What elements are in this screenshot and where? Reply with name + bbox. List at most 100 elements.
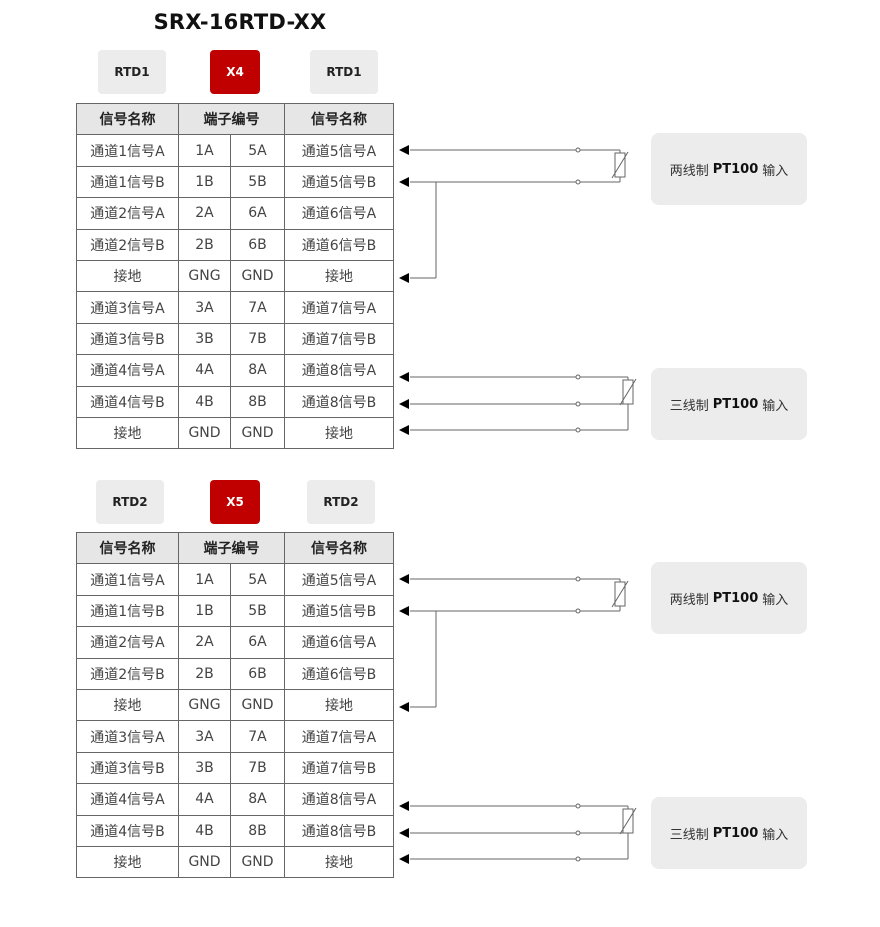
signal-name-right: 通道5信号A bbox=[284, 134, 394, 167]
signal-name-left: 通道4信号A bbox=[76, 354, 179, 387]
input-label: 输入 bbox=[762, 163, 789, 179]
sensor-label: PT100 bbox=[712, 396, 759, 412]
arrow-icon bbox=[399, 177, 409, 187]
signal-name-right: 通道8信号B bbox=[284, 814, 394, 847]
left-tag-1: RTD1 bbox=[98, 50, 166, 94]
resistor-slash bbox=[611, 151, 629, 179]
connector-badge-1: X4 bbox=[210, 50, 260, 94]
terminal-right: GND bbox=[230, 688, 285, 722]
arrow-icon bbox=[399, 606, 409, 616]
terminal-left: 2A bbox=[178, 626, 231, 659]
resistor-slash bbox=[619, 378, 637, 406]
terminal-left: GNG bbox=[178, 259, 231, 293]
signal-name-right: 通道5信号B bbox=[284, 165, 394, 199]
arrow-icon bbox=[399, 828, 409, 838]
signal-name-left: 通道3信号A bbox=[76, 291, 179, 324]
signal-name-right: 通道7信号A bbox=[284, 720, 394, 753]
signal-name-right: 通道7信号A bbox=[284, 291, 394, 324]
signal-name-right: 通道6信号A bbox=[284, 626, 394, 659]
terminal-dot bbox=[575, 147, 581, 153]
signal-name-left: 接地 bbox=[76, 688, 179, 722]
wiring-group-1 bbox=[399, 145, 637, 435]
terminal-right: GND bbox=[230, 845, 285, 879]
terminal-left: 4B bbox=[178, 385, 231, 418]
terminal-right: 5B bbox=[230, 165, 285, 199]
header-terminal-number: 端子编号 bbox=[178, 531, 285, 565]
wiring-group-2 bbox=[399, 574, 637, 864]
two-wire-label: 两线制 bbox=[669, 163, 709, 179]
terminal-right: 5A bbox=[230, 134, 285, 167]
arrow-icon bbox=[399, 399, 409, 409]
signal-name-left: 通道1信号A bbox=[76, 563, 179, 596]
resistor-slash bbox=[619, 807, 637, 835]
signal-name-left: 接地 bbox=[76, 845, 179, 879]
terminal-left: 1A bbox=[178, 563, 231, 596]
signal-name-right: 通道7信号B bbox=[284, 322, 394, 356]
terminal-right: 8B bbox=[230, 385, 285, 418]
header-terminal-number: 端子编号 bbox=[178, 102, 285, 136]
terminal-left: GND bbox=[178, 416, 231, 450]
page-title: SRX-16RTD-XX bbox=[153, 10, 327, 34]
signal-name-left: 通道2信号A bbox=[76, 197, 179, 230]
terminal-left: 3B bbox=[178, 751, 231, 785]
terminal-right: 7B bbox=[230, 322, 285, 356]
arrow-icon bbox=[399, 425, 409, 435]
sensor-label: PT100 bbox=[712, 161, 759, 177]
two-wire-label: 两线制 bbox=[669, 592, 709, 608]
input-label: 输入 bbox=[762, 398, 789, 414]
signal-name-right: 通道8信号B bbox=[284, 385, 394, 418]
terminal-dot bbox=[575, 856, 581, 862]
arrow-icon bbox=[399, 574, 409, 584]
signal-name-right: 通道7信号B bbox=[284, 751, 394, 785]
arrow-icon bbox=[399, 854, 409, 864]
terminal-right: 7B bbox=[230, 751, 285, 785]
signal-name-right: 接地 bbox=[284, 259, 394, 293]
terminal-dot bbox=[575, 401, 581, 407]
terminal-dot bbox=[575, 427, 581, 433]
terminal-right: 5A bbox=[230, 563, 285, 596]
signal-name-left: 接地 bbox=[76, 416, 179, 450]
terminal-right: GND bbox=[230, 416, 285, 450]
terminal-right: 6B bbox=[230, 228, 285, 261]
resistor-slash bbox=[611, 580, 629, 608]
right-tag-2: RTD2 bbox=[307, 480, 375, 524]
terminal-left: 3B bbox=[178, 322, 231, 356]
sensor-label: PT100 bbox=[712, 590, 759, 606]
arrow-icon bbox=[399, 801, 409, 811]
signal-name-right: 接地 bbox=[284, 416, 394, 450]
signal-name-right: 通道8信号A bbox=[284, 783, 394, 816]
terminal-dot bbox=[575, 830, 581, 836]
arrow-icon bbox=[399, 702, 409, 712]
table-header-row: 信号名称 端子编号 信号名称 bbox=[76, 531, 394, 565]
left-tag-2: RTD2 bbox=[96, 480, 164, 524]
terminal-right: 6A bbox=[230, 626, 285, 659]
terminal-left: 4A bbox=[178, 354, 231, 387]
three-wire-label: 三线制 bbox=[669, 398, 709, 414]
signal-name-left: 通道1信号B bbox=[76, 165, 179, 199]
header-signal-name-right: 信号名称 bbox=[284, 531, 394, 565]
terminal-dot bbox=[575, 576, 581, 582]
terminal-dot bbox=[575, 608, 581, 614]
terminal-right: 8B bbox=[230, 814, 285, 847]
signal-name-right: 通道6信号B bbox=[284, 657, 394, 690]
terminal-left: 3A bbox=[178, 720, 231, 753]
sensor-label: PT100 bbox=[712, 825, 759, 841]
terminal-dot bbox=[575, 374, 581, 380]
signal-name-right: 接地 bbox=[284, 845, 394, 879]
